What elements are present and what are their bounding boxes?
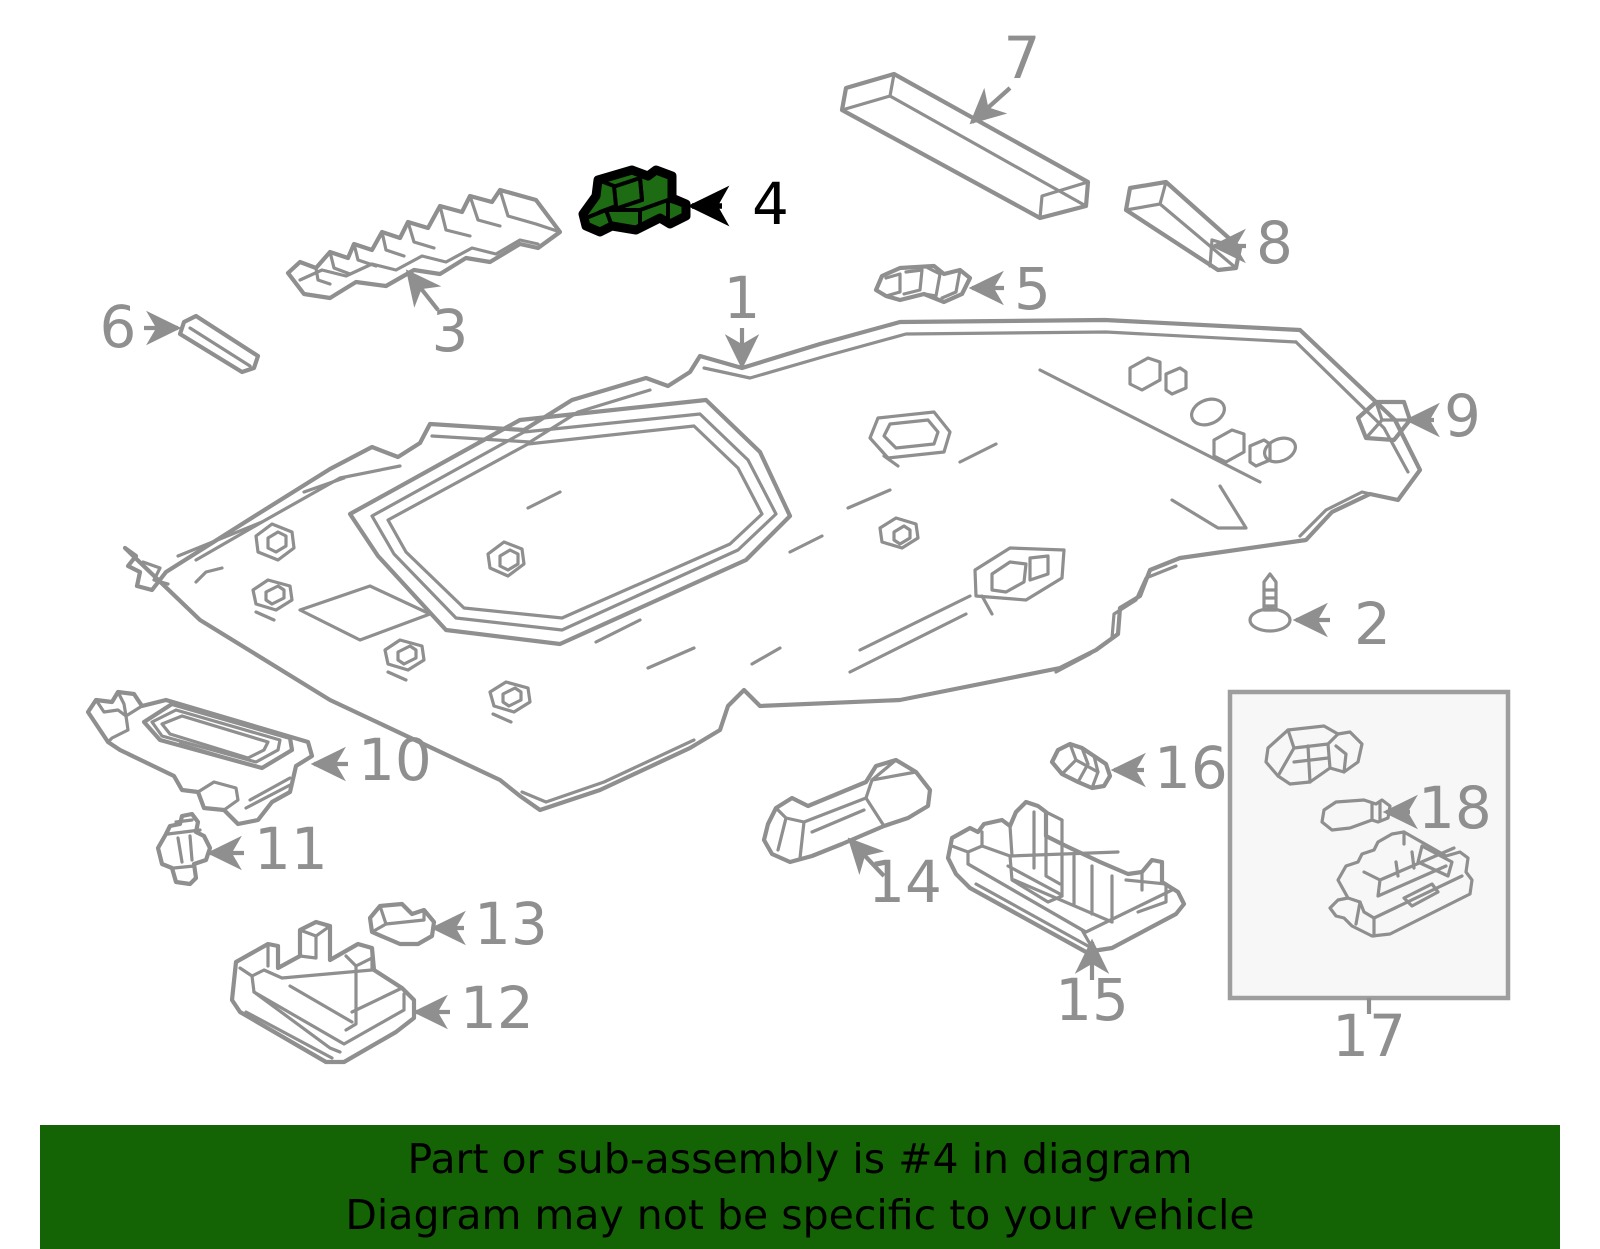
callout-label-4: 4 — [752, 170, 789, 238]
callout-label-11: 11 — [254, 815, 328, 883]
part-11-visor-hook-bracket — [155, 811, 213, 887]
callout-label-6: 6 — [100, 293, 137, 361]
part-10-sun-visor — [85, 689, 315, 827]
callout-label-14: 14 — [868, 848, 942, 916]
callout-label-7: 7 — [1004, 24, 1041, 92]
inset-detail-box — [1227, 689, 1511, 1001]
callout-label-16: 16 — [1154, 734, 1228, 802]
callout-label-3: 3 — [432, 297, 469, 365]
exploded-parts-diagram: .ln{fill:none;stroke:#8f8f8f;stroke-widt… — [85, 24, 1511, 1070]
part-notice-banner: Part or sub-assembly is #4 in diagram Di… — [40, 1125, 1560, 1249]
part-8-spacer-block — [1123, 179, 1243, 273]
part-3-rail-retainer — [285, 187, 563, 301]
callout-label-2: 2 — [1354, 590, 1391, 658]
part-6-trim-strip — [177, 313, 261, 375]
part-13-lamp-lens-cover — [367, 901, 437, 947]
leader-3 — [405, 269, 442, 312]
callout-label-12: 12 — [460, 974, 534, 1042]
callout-label-15: 15 — [1055, 966, 1129, 1034]
banner-line-2: Diagram may not be specific to your vehi… — [345, 1191, 1255, 1239]
callout-label-9: 9 — [1444, 382, 1481, 450]
part-12-dome-lamp-housing — [229, 919, 417, 1065]
callout-label-1: 1 — [724, 264, 761, 332]
inset-lamp-switch-body — [1264, 724, 1364, 786]
callout-label-18: 18 — [1418, 774, 1492, 842]
callout-label-17: 17 — [1332, 1002, 1406, 1070]
part-1-headliner-panel — [122, 317, 1423, 813]
part-7-silencer-pad — [839, 71, 1091, 221]
callout-numbers: 1 2 3 4 5 6 7 8 9 10 11 12 13 14 15 16 1… — [100, 24, 1492, 1070]
callout-label-10: 10 — [358, 726, 432, 794]
leader-7 — [969, 86, 1012, 125]
part-14-assist-grip — [761, 757, 933, 865]
callout-label-13: 13 — [474, 890, 548, 958]
part-16-lamp-bulb — [1049, 741, 1113, 791]
part-5-retainer-clip — [873, 263, 973, 305]
callout-label-8: 8 — [1256, 209, 1293, 277]
leader-14 — [847, 837, 886, 878]
part-15-map-lamp-assembly — [945, 799, 1187, 955]
inset-map-lamp-lens — [1328, 830, 1474, 938]
part-4-headliner-bracket-highlighted — [578, 165, 691, 237]
part-2-headliner-screw — [1248, 572, 1292, 633]
callout-label-5: 5 — [1014, 255, 1051, 323]
banner-line-1: Part or sub-assembly is #4 in diagram — [407, 1135, 1193, 1183]
callout-leaders — [144, 86, 1440, 1030]
